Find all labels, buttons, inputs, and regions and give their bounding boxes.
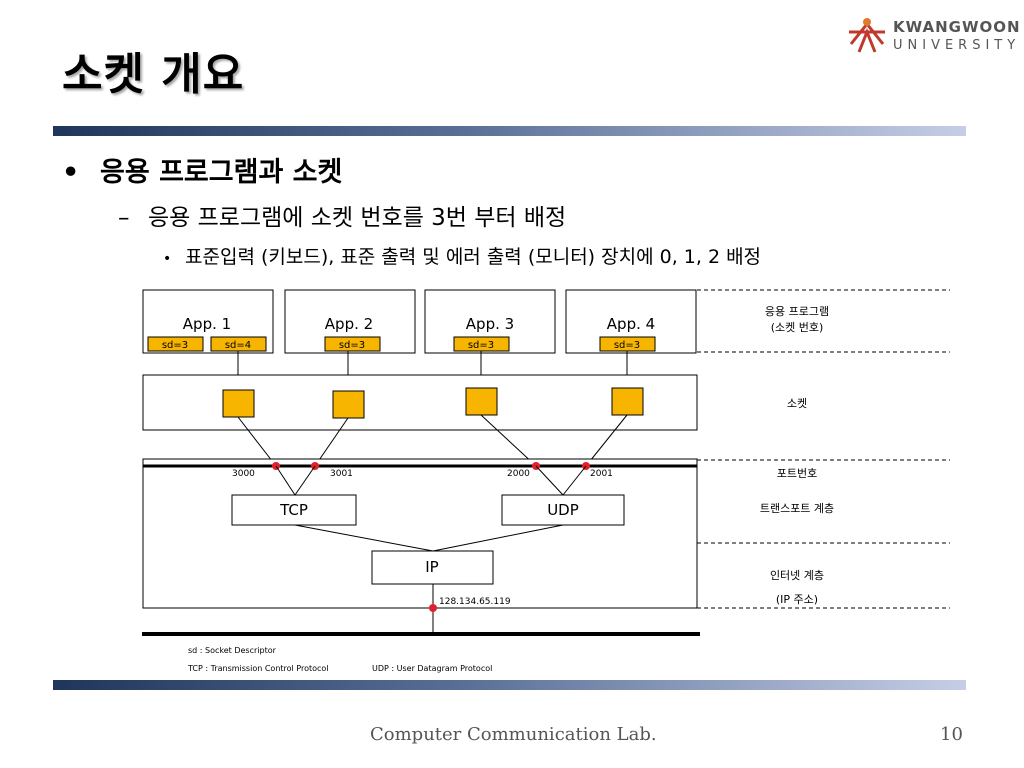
network-layer-box [142, 458, 698, 609]
app-box-4: App. 4 sd=3 [565, 289, 697, 354]
title-divider-bar [53, 126, 966, 136]
logo-text-line2: UNIVERSITY [893, 38, 1021, 53]
sd-label: sd=3 [468, 340, 494, 351]
port-label: 3001 [330, 469, 353, 479]
socket-box-3 [465, 387, 498, 416]
layer-label-app: 응용 프로그램 [765, 305, 829, 318]
app-box-2: App. 2 sd=3 [284, 289, 416, 354]
layer-label-app-sub: (소켓 번호) [771, 321, 824, 334]
university-logo: KWANGWOON UNIVERSITY [845, 14, 1020, 64]
port-protocol-links [275, 465, 587, 634]
bullet-marker: • [62, 157, 80, 188]
page-number: 10 [940, 724, 963, 745]
port-label: 2001 [590, 469, 613, 479]
bullet-level2: –응용 프로그램에 소켓 번호를 3번 부터 배정 [118, 198, 566, 232]
app-label: App. 3 [466, 315, 514, 333]
sd-label: sd=4 [225, 340, 251, 351]
note-sd: sd : Socket Descriptor [188, 646, 277, 655]
ip-label: IP [425, 558, 438, 576]
footer-lab-name: Computer Communication Lab. [370, 724, 657, 745]
app-box-1: App. 1 sd=3 sd=4 [142, 289, 274, 354]
port-label: 2000 [507, 469, 530, 479]
note-tcp: TCP : Transmission Control Protocol [187, 664, 329, 673]
slide-title: 소켓 개요 [62, 49, 245, 100]
layer-separators [697, 289, 950, 609]
tcp-label: TCP [279, 501, 308, 519]
layer-label-transport: 트랜스포트 계층 [760, 502, 834, 515]
layer-label-socket: 소켓 [787, 397, 807, 410]
bullet-text: 응용 프로그램에 소켓 번호를 3번 부터 배정 [148, 205, 567, 231]
logo-text-line1: KWANGWOON [893, 18, 1021, 36]
layer-label-internet: 인터넷 계층 [770, 569, 824, 582]
ip-address-label: 128.134.65.119 [439, 597, 511, 607]
bullet-marker: • [163, 251, 172, 267]
bullet-marker: – [118, 205, 130, 231]
ip-box [371, 550, 494, 585]
tcp-box [231, 494, 357, 526]
layer-label-internet-sub: (IP 주소) [776, 593, 818, 606]
app-label: App. 2 [325, 315, 373, 333]
socket-port-links [237, 414, 628, 467]
app-box-3: App. 3 sd=3 [424, 289, 556, 354]
port-label: 3000 [232, 469, 255, 479]
note-udp: UDP : User Datagram Protocol [372, 664, 492, 673]
layer-label-port: 포트번호 [777, 467, 817, 480]
bullet-text: 표준입력 (키보드), 표준 출력 및 에러 출력 (모니터) 장치에 0, 1… [185, 246, 762, 268]
ip-address-dot [429, 604, 437, 612]
app-label: App. 4 [607, 315, 655, 333]
university-emblem-icon [849, 18, 885, 53]
socket-box-2 [332, 390, 365, 419]
socket-box-1 [222, 389, 255, 418]
footer-divider-bar [53, 680, 966, 690]
app-label: App. 1 [183, 315, 231, 333]
udp-box [501, 494, 625, 526]
sd-label: sd=3 [162, 340, 188, 351]
socket-box-4 [611, 387, 644, 416]
bullet-level1: • 응용 프로그램과 소켓 [62, 150, 342, 189]
bullet-text: 응용 프로그램과 소켓 [100, 157, 343, 188]
bullet-level3: • 표준입력 (키보드), 표준 출력 및 에러 출력 (모니터) 장치에 0, … [163, 242, 761, 269]
sd-label: sd=3 [614, 340, 640, 351]
udp-label: UDP [547, 501, 579, 519]
sd-label: sd=3 [339, 340, 365, 351]
